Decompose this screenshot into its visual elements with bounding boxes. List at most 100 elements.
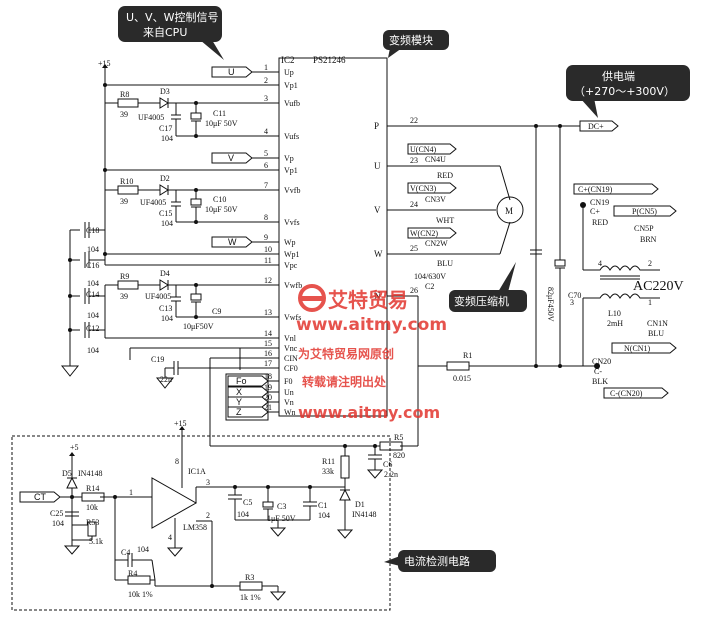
svg-text:R9: R9: [120, 272, 129, 281]
plus15-label: +15: [98, 59, 111, 68]
signal-y-tag[interactable]: [227, 396, 269, 408]
svg-text:CN20: CN20: [592, 357, 611, 366]
signal-v-input[interactable]: V: [211, 152, 253, 164]
svg-text:C5: C5: [243, 498, 252, 507]
svg-text:U、V、W控制信号: U、V、W控制信号: [126, 10, 218, 24]
dc-plus-tag[interactable]: [579, 120, 619, 132]
svg-text:BLU: BLU: [437, 259, 453, 268]
current-detect-circuit: R5 820 C6 2.2n R11 33k D1 IN4148 C5: [11, 357, 405, 611]
svg-text:D4: D4: [160, 269, 170, 278]
signal-x-tag[interactable]: [227, 386, 269, 398]
ic2-pin-3-name: Vufb: [284, 99, 300, 108]
svg-text:2.2n: 2.2n: [384, 470, 398, 479]
svg-text:变频模块: 变频模块: [389, 33, 433, 47]
svg-text:R5: R5: [394, 433, 403, 442]
ic2-pin-6-number: 6: [264, 161, 268, 170]
ic2-pin-16-name: CIN: [284, 354, 298, 363]
ic2-part: PS21246: [313, 55, 346, 65]
ic2-pin-8-name: Vvfs: [284, 218, 300, 227]
ic2-pin-11-name: Vpc: [284, 261, 298, 270]
ic2-pin-5-name: Vp: [284, 154, 294, 163]
svg-text:3: 3: [570, 298, 574, 307]
svg-text:D3: D3: [160, 87, 170, 96]
ic2-pin-10-name: Wp1: [284, 250, 300, 259]
ground-icon: [269, 591, 287, 601]
callout-uvw: U、V、W控制信号 来自CPU: [118, 6, 224, 60]
ic2-pin-13-number: 13: [264, 308, 272, 317]
svg-text:IN4148: IN4148: [78, 469, 102, 478]
svg-text:DC+: DC+: [588, 122, 604, 131]
svg-text:C3: C3: [277, 502, 286, 511]
callout-supply: 供电端 （+270～+300V）: [566, 65, 690, 118]
svg-text:D5: D5: [62, 469, 72, 478]
svg-text:C1: C1: [318, 501, 327, 510]
svg-text:UF4005: UF4005: [145, 292, 171, 301]
watermark-url: www.aitmy.com: [296, 315, 447, 335]
svg-text:+15: +15: [174, 419, 187, 428]
svg-text:WHT: WHT: [436, 216, 454, 225]
svg-text:R3: R3: [245, 573, 254, 582]
svg-text:104: 104: [161, 314, 173, 323]
svg-text:（+270～+300V）: （+270～+300V）: [574, 85, 675, 98]
svg-text:10μF 50V: 10μF 50V: [205, 119, 238, 128]
svg-text:10μF 50V: 10μF 50V: [205, 205, 238, 214]
svg-text:104: 104: [161, 219, 173, 228]
svg-text:39: 39: [120, 110, 128, 119]
fault-signal-group: Fo X Y Z: [225, 373, 269, 421]
svg-text:C17: C17: [159, 124, 172, 133]
svg-text:RED: RED: [437, 171, 453, 180]
svg-text:5.1k: 5.1k: [89, 537, 103, 546]
signal-u-input[interactable]: U: [211, 66, 253, 78]
ic2-pin-10-number: 10: [264, 245, 272, 254]
svg-text:104: 104: [52, 519, 64, 528]
signal-u-label: U: [228, 67, 235, 77]
ic2-pin-6-name: Vp1: [284, 166, 298, 175]
svg-text:C11: C11: [213, 109, 226, 118]
svg-text:CN19: CN19: [590, 198, 609, 207]
svg-text:4: 4: [598, 259, 602, 268]
ic2-pin-17-name: CF0: [284, 364, 298, 373]
svg-text:M: M: [505, 206, 513, 216]
ic2-pin-14-number: 14: [264, 329, 272, 338]
svg-text:C13: C13: [159, 304, 172, 313]
cn1-tag[interactable]: [611, 342, 677, 354]
svg-text:C70: C70: [568, 291, 581, 300]
ic2-pin-19-name: Un: [284, 388, 294, 397]
svg-text:104: 104: [87, 245, 99, 254]
ic2-pin-24-name: V: [374, 205, 381, 215]
svg-text:39: 39: [120, 292, 128, 301]
ic2-pin-14-name: Vnl: [284, 334, 297, 343]
cn5-tag[interactable]: [613, 205, 677, 217]
watermark-brand: 艾特贸易: [328, 288, 408, 312]
motor-icon: [496, 196, 524, 224]
svg-text:C19: C19: [151, 355, 164, 364]
svg-text:104/630V: 104/630V: [414, 272, 446, 281]
signal-fo-tag[interactable]: [227, 375, 269, 387]
ct-input-tag[interactable]: [19, 491, 61, 503]
svg-text:82μF450V: 82μF450V: [546, 287, 555, 322]
cn19-tag[interactable]: [573, 183, 659, 195]
signal-z-tag[interactable]: [227, 406, 269, 418]
svg-text:CN4U: CN4U: [425, 155, 446, 164]
svg-text:C+: C+: [590, 207, 600, 216]
ic2-pin-12-number: 12: [264, 276, 272, 285]
ic2-pin-15-number: 15: [264, 339, 272, 348]
plus15-supply-bus: +15: [98, 59, 252, 266]
svg-text:BLK: BLK: [592, 377, 608, 386]
signal-w-input[interactable]: W: [211, 236, 253, 248]
svg-text:UF4005: UF4005: [140, 198, 166, 207]
ic2-pin-11-number: 11: [264, 256, 272, 265]
svg-text:C+(CN19): C+(CN19): [578, 185, 613, 194]
ground-icon: [336, 529, 354, 539]
svg-text:8: 8: [175, 457, 179, 466]
callout-current: 电流检测电路: [384, 550, 496, 572]
ic2-pin-5-number: 5: [264, 149, 268, 158]
svg-text:U(CN4): U(CN4): [410, 145, 437, 154]
ic2-pin-25-name: W: [374, 249, 383, 259]
dc-bus: 82μF450V C70 DC+ R1 0.015: [400, 120, 619, 447]
ic2-pin-25-number: 25: [410, 244, 418, 253]
r8-label: R8: [120, 90, 129, 99]
cn20-tag[interactable]: [603, 387, 669, 399]
